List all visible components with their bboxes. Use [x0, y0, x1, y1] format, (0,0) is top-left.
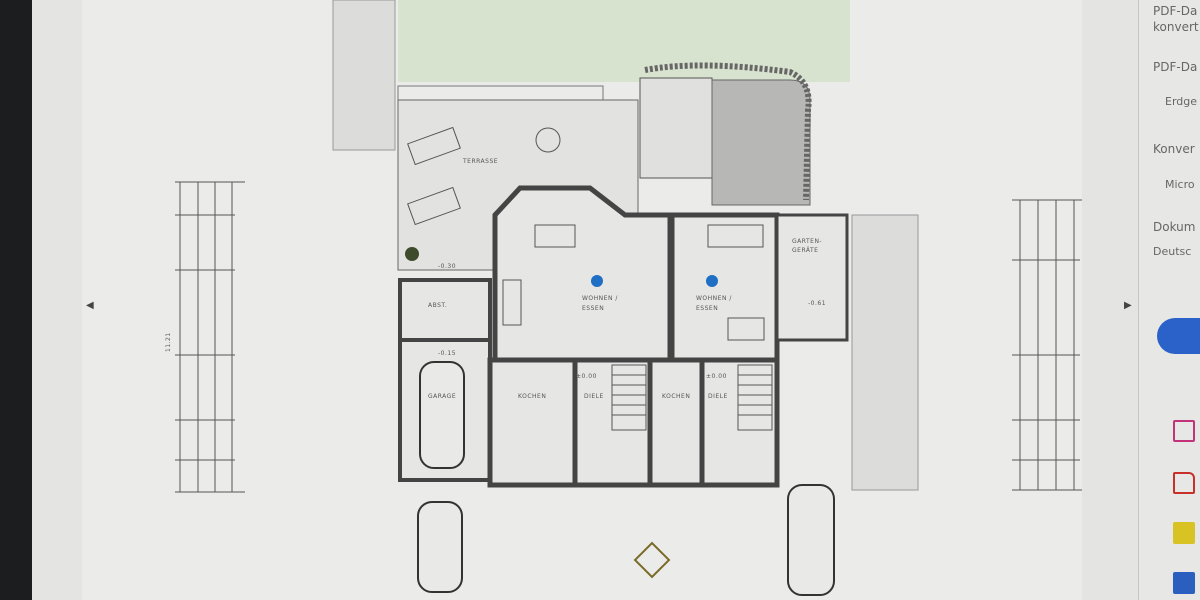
convert-button[interactable] — [1157, 318, 1200, 354]
label-hall-left: DIELE — [584, 393, 604, 400]
panel-item[interactable]: konvert — [1153, 20, 1199, 34]
planter-strip — [397, 85, 604, 101]
living-left-walls — [492, 185, 673, 363]
label-garden-2: GERÄTE — [792, 247, 818, 254]
staircase-right — [737, 364, 773, 431]
edit-pdf-icon[interactable] — [1173, 472, 1195, 494]
label-hall-right: DIELE — [708, 393, 728, 400]
label-living-left-1: WOHNEN / — [582, 295, 618, 302]
dimension-chain-right — [1012, 199, 1082, 491]
marker-1[interactable] — [591, 275, 603, 287]
sun-lounger — [407, 126, 461, 166]
label-storage: ABST. — [428, 302, 447, 309]
organize-pages-icon[interactable] — [1173, 420, 1195, 442]
round-table — [535, 127, 561, 153]
level-terrace: -0.30 — [438, 263, 456, 270]
living-right-walls — [669, 212, 780, 363]
car-driveway-right — [787, 484, 835, 596]
sofa — [502, 279, 522, 326]
sofa — [707, 224, 764, 248]
label-living-right-1: WOHNEN / — [696, 295, 732, 302]
combine-files-icon[interactable] — [1173, 572, 1195, 594]
label-kitchen-right: KOCHEN — [662, 393, 690, 400]
label-garden-1: GARTEN- — [792, 238, 822, 245]
tree-icon — [405, 247, 419, 261]
previous-page-arrow-icon[interactable]: ◀ — [86, 300, 94, 311]
kitchen-left — [487, 357, 578, 488]
neighbor-lot-right — [851, 214, 919, 491]
level-storage: -0.15 — [438, 350, 456, 357]
sun-lounger — [407, 186, 461, 226]
right-tools-panel: PDF-Da konvert PDF-Da Erdge Konver Micro… — [1138, 0, 1200, 600]
panel-item[interactable]: Dokum — [1153, 220, 1196, 234]
comment-icon[interactable] — [1173, 522, 1195, 544]
panel-item[interactable]: Konver — [1153, 142, 1195, 156]
paved-area — [711, 79, 811, 206]
panel-item[interactable]: Erdge — [1165, 95, 1198, 108]
pdf-page: TERRASSE ABST. WOHNEN / ESSEN WOHNEN / E… — [82, 0, 1082, 600]
floor-plan: TERRASSE ABST. WOHNEN / ESSEN WOHNEN / E… — [165, 0, 1082, 596]
car-garage — [419, 361, 465, 469]
storage-room — [398, 278, 492, 342]
label-kitchen-left: KOCHEN — [518, 393, 546, 400]
panel-item[interactable]: PDF-Da — [1153, 4, 1198, 18]
panel-item[interactable]: PDF-Da — [1153, 60, 1198, 74]
entrance-marker — [633, 541, 671, 579]
label-living-left-2: ESSEN — [582, 305, 604, 312]
level-garden: -0.61 — [808, 300, 826, 307]
next-page-arrow-icon[interactable]: ▶ — [1124, 300, 1132, 311]
stair-landing — [639, 77, 713, 179]
dining-table — [727, 317, 765, 341]
label-garage: GARAGE — [428, 393, 456, 400]
label-living-right-2: ESSEN — [696, 305, 718, 312]
label-terrace: TERRASSE — [462, 158, 498, 165]
hall-right — [699, 357, 780, 488]
kitchen-right — [647, 357, 705, 488]
panel-item[interactable]: Deutsc — [1153, 245, 1192, 258]
level-right: ±0.00 — [706, 373, 727, 380]
marker-2[interactable] — [706, 275, 718, 287]
garden-shed — [775, 213, 849, 342]
dimension-total: 11.21 — [165, 332, 172, 352]
car-driveway — [417, 501, 463, 593]
dining-table — [534, 224, 576, 248]
dimension-chain-left — [175, 181, 245, 493]
monitor-bezel — [0, 0, 32, 600]
stone-border — [644, 62, 812, 201]
staircase-left — [611, 364, 647, 431]
neighbor-lot — [332, 0, 396, 151]
level-left: ±0.00 — [576, 373, 597, 380]
panel-item[interactable]: Micro — [1165, 178, 1195, 191]
